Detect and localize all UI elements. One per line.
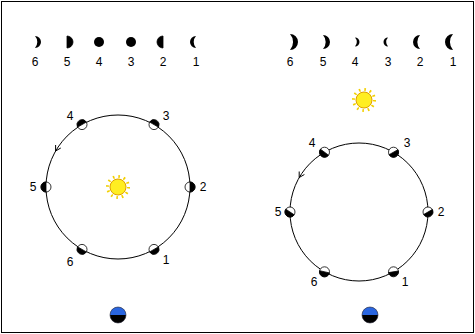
phase-icon bbox=[290, 34, 298, 50]
position-number: 3 bbox=[404, 137, 411, 149]
position-number: 6 bbox=[67, 256, 74, 268]
phase-number: 5 bbox=[64, 56, 71, 68]
planet-shadow bbox=[319, 271, 329, 277]
phase-icon bbox=[384, 38, 389, 47]
phase-number: 1 bbox=[193, 56, 200, 68]
planet bbox=[285, 207, 295, 217]
position-number: 3 bbox=[163, 110, 170, 122]
position-number: 5 bbox=[30, 181, 37, 193]
phase-icon bbox=[413, 35, 420, 49]
sun-rays bbox=[108, 177, 129, 198]
phase-number: 4 bbox=[352, 56, 359, 68]
planet-shadow bbox=[389, 150, 398, 158]
phase-icon bbox=[157, 36, 163, 48]
position-number: 1 bbox=[402, 276, 409, 288]
phase-number: 2 bbox=[160, 56, 167, 68]
earth bbox=[110, 307, 126, 323]
sun bbox=[108, 177, 129, 198]
sun bbox=[354, 90, 375, 111]
planet-shadow bbox=[424, 210, 433, 217]
planet bbox=[77, 120, 87, 130]
planet bbox=[423, 207, 433, 217]
phase-icon bbox=[35, 36, 41, 48]
planet bbox=[320, 267, 330, 277]
position-number: 2 bbox=[438, 206, 445, 218]
planets-left bbox=[41, 120, 195, 255]
phase-number: 3 bbox=[128, 56, 135, 68]
earth-outline bbox=[110, 307, 126, 323]
phase-number: 4 bbox=[96, 56, 103, 68]
planet bbox=[389, 267, 399, 277]
planet-shadow bbox=[77, 247, 86, 254]
phase-icon bbox=[67, 36, 73, 48]
position-number: 4 bbox=[67, 110, 74, 122]
phase-number: 5 bbox=[320, 56, 327, 68]
position-number: 2 bbox=[200, 181, 207, 193]
orbit bbox=[46, 115, 190, 259]
direction-arrow bbox=[299, 172, 304, 178]
earth-outline bbox=[362, 307, 378, 323]
earth-night bbox=[362, 315, 378, 323]
planet-shadow bbox=[150, 247, 159, 254]
orbit bbox=[290, 143, 428, 281]
position-number: 5 bbox=[275, 206, 282, 218]
planet-shadow bbox=[190, 182, 195, 192]
sun-rays bbox=[354, 90, 375, 111]
position-number: 4 bbox=[309, 137, 316, 149]
planet bbox=[41, 182, 51, 192]
earth-day bbox=[362, 307, 378, 315]
sun-disk bbox=[110, 179, 126, 195]
planet bbox=[149, 120, 159, 130]
phase-number: 2 bbox=[417, 56, 424, 68]
phase-icons-left bbox=[35, 36, 196, 48]
phase-icon bbox=[445, 34, 453, 50]
planet-shadow bbox=[389, 271, 399, 276]
position-number: 6 bbox=[311, 276, 318, 288]
planet-shadow bbox=[77, 120, 86, 127]
phase-icon bbox=[355, 38, 360, 47]
earth bbox=[362, 307, 378, 323]
planet bbox=[149, 244, 159, 254]
direction-arrow bbox=[56, 145, 61, 151]
phase-icons-right bbox=[290, 34, 453, 50]
phase-number: 1 bbox=[450, 56, 457, 68]
position-number: 1 bbox=[163, 254, 170, 266]
planet bbox=[389, 147, 399, 157]
sun-disk bbox=[356, 92, 372, 108]
phase-icon bbox=[126, 37, 136, 47]
phase-number: 6 bbox=[287, 56, 294, 68]
phase-icon bbox=[323, 35, 330, 49]
planet bbox=[320, 147, 330, 157]
planet-shadow bbox=[41, 182, 46, 192]
planet-shadow bbox=[320, 149, 329, 157]
phase-icon bbox=[190, 36, 196, 48]
earth-day bbox=[110, 307, 126, 315]
planet-shadow bbox=[150, 120, 159, 127]
earth-night bbox=[110, 315, 126, 323]
phase-icon bbox=[94, 37, 104, 47]
phase-number: 6 bbox=[32, 56, 39, 68]
planet-shadow bbox=[285, 209, 294, 217]
phase-number: 3 bbox=[385, 56, 392, 68]
planets-right bbox=[285, 147, 433, 277]
planet bbox=[185, 182, 195, 192]
planet bbox=[77, 244, 87, 254]
